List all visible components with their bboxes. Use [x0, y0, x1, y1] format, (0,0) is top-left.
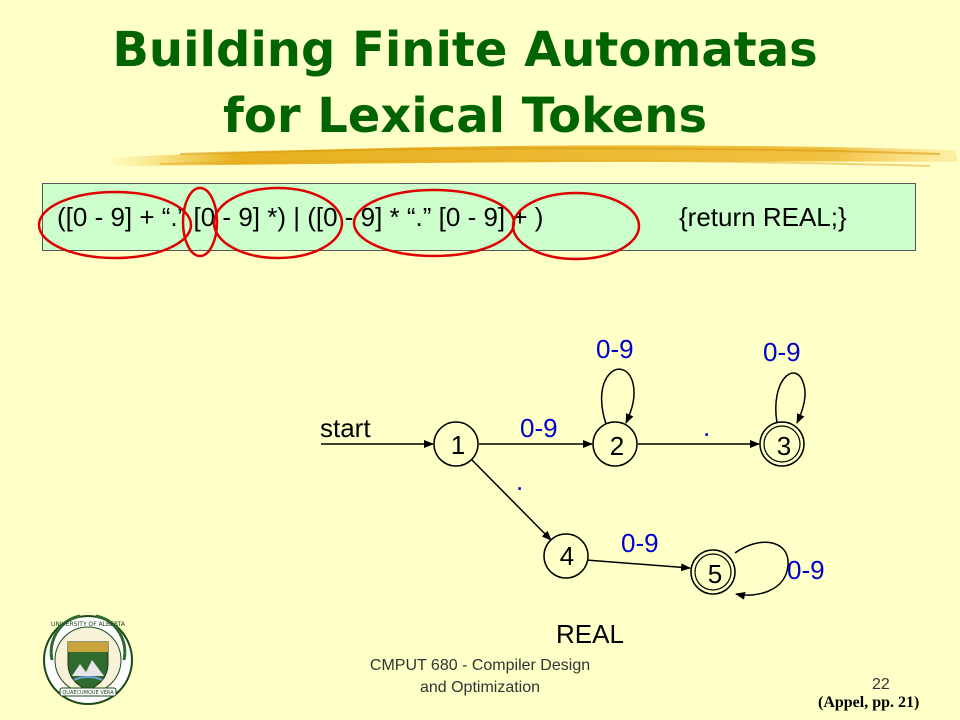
highlight-ellipse — [37, 190, 193, 260]
slide-title-line1: Building Finite Automatas — [112, 22, 818, 78]
state-5-inner — [694, 553, 732, 591]
university-logo: UNIVERSITY OF ALBERTA QUAECUMQUE VERA — [43, 614, 133, 705]
state-3 — [759, 421, 805, 467]
state-label-3: 3 — [777, 431, 791, 461]
state-label-4: 4 — [560, 541, 574, 571]
transition-label-2-3: . — [703, 412, 710, 442]
self-loop-2 — [600, 368, 635, 425]
start-label: start — [320, 413, 371, 443]
footer: CMPUT 680 - Compiler Design and Optimiza… — [330, 655, 630, 699]
transition-label-3-3: 0-9 — [763, 337, 801, 367]
transition-label-1-4: . — [516, 466, 523, 496]
state-2 — [592, 421, 638, 467]
token-label: REAL — [556, 619, 624, 649]
footer-line1: CMPUT 680 - Compiler Design — [369, 657, 591, 674]
state-1 — [433, 421, 479, 467]
self-loop-5 — [734, 541, 789, 600]
self-loop-3 — [775, 372, 806, 424]
highlight-ellipse — [352, 188, 516, 258]
regex-expression: ([0 - 9] + “.” [0 - 9] *) | ([0 - 9] * “… — [57, 202, 544, 232]
highlight-ellipse — [212, 186, 344, 260]
regex-action: {return REAL;} — [679, 202, 847, 232]
transition-label-1-2: 0-9 — [520, 413, 558, 443]
transition-label-4-5: 0-9 — [621, 528, 659, 558]
transition-label-5-5: 0-9 — [787, 555, 825, 585]
state-4 — [543, 533, 589, 579]
page-number: 22 — [872, 676, 890, 693]
edge-4-5 — [585, 559, 691, 572]
transition-label-2-2: 0-9 — [596, 334, 634, 364]
state-label-1: 1 — [451, 430, 465, 460]
automaton-diagram: start 1 2 3 4 5 0-9 0-9 . 0-9 . — [320, 334, 825, 649]
highlight-ellipse — [181, 186, 219, 258]
logo-text-bottom: QUAECUMQUE VERA — [62, 690, 114, 696]
slide-title-line2: for Lexical Tokens — [222, 88, 708, 144]
footer-line2: and Optimization — [419, 679, 541, 696]
state-3-inner — [763, 425, 801, 463]
logo-text-top: UNIVERSITY OF ALBERTA — [51, 621, 126, 628]
regex-highlights — [37, 186, 641, 261]
title-brush-underline — [105, 145, 958, 167]
state-label-2: 2 — [610, 431, 624, 461]
citation: (Appel, pp. 21) — [818, 694, 920, 711]
state-5 — [690, 549, 736, 595]
state-label-5: 5 — [708, 559, 722, 589]
highlight-ellipse — [511, 191, 641, 261]
edge-1-4 — [471, 459, 552, 541]
